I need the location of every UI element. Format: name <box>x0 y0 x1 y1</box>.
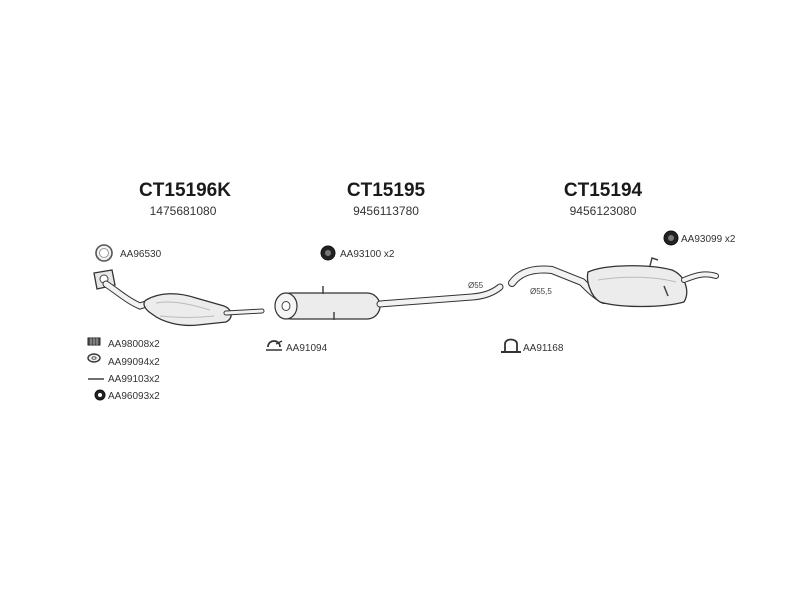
group-code-middle: CT15195 <box>346 180 426 201</box>
rubber-hanger-icon <box>663 230 679 246</box>
nut-icon <box>94 389 106 401</box>
rubber-hanger-icon <box>320 245 336 261</box>
u-clamp-icon <box>501 338 521 353</box>
bolt-icon <box>87 337 101 346</box>
part-label-aa98008: AA98008x2 <box>108 339 160 350</box>
part-label-aa93100: AA93100 x2 <box>340 249 395 260</box>
washer-icon <box>87 353 101 363</box>
group-code-rear: CT15194 <box>563 180 643 201</box>
part-label-aa99094: AA99094x2 <box>108 357 160 368</box>
group-ref-rear: 9456123080 <box>569 204 637 218</box>
rear-silencer <box>508 257 719 308</box>
part-label-aa99103: AA99103x2 <box>108 374 160 385</box>
part-label-aa96093: AA96093x2 <box>108 391 160 402</box>
catalytic-converter-pipe <box>102 280 265 327</box>
group-ref-front: 1475681080 <box>149 204 217 218</box>
part-label-aa96530: AA96530 <box>120 249 162 260</box>
part-label-aa91094: AA91094 <box>286 343 328 354</box>
part-label-aa93099: AA93099 x2 <box>681 234 736 245</box>
clamp-icon <box>266 340 283 351</box>
group-code-front: CT15196K <box>139 180 231 201</box>
dimension-label-d55: Ø55 <box>468 281 484 290</box>
dimension-label-d555: Ø55,5 <box>530 287 552 296</box>
group-ref-middle: 9456113780 <box>353 204 419 218</box>
middle-silencer <box>274 283 504 320</box>
gasket-ring-icon <box>95 244 113 262</box>
part-label-aa91168: AA91168 <box>523 343 564 354</box>
